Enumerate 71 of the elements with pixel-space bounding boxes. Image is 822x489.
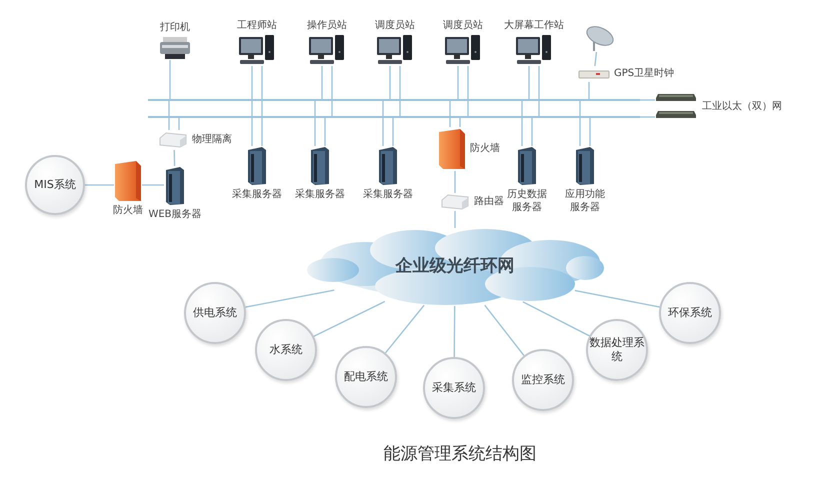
network-link	[168, 100, 170, 130]
network-link	[454, 211, 456, 228]
node-label: 采集服务器	[232, 189, 282, 202]
network-link	[321, 66, 323, 100]
network-link	[454, 306, 456, 357]
network-bus-line	[148, 99, 640, 101]
network-link	[640, 99, 655, 101]
network-link	[85, 184, 114, 186]
network-link	[385, 304, 425, 354]
node-label: 防火墙	[470, 142, 500, 156]
node-label: 路由器	[474, 196, 504, 208]
caption: 能源管理系统结构图	[382, 443, 538, 466]
network-link	[169, 60, 171, 100]
network-link	[454, 171, 456, 193]
node-label: 物理隔离	[192, 134, 232, 146]
network-link	[528, 66, 530, 100]
network-link	[261, 117, 263, 146]
node-label: 防火墙	[113, 205, 143, 218]
network-link	[389, 66, 391, 100]
system-label: 供电系统	[193, 306, 237, 320]
network-link	[588, 82, 590, 100]
node-label: GPS卫星时钟	[614, 68, 674, 80]
node-label: WEB服务器	[148, 209, 202, 222]
network-link	[457, 66, 459, 100]
network-link	[261, 66, 263, 117]
system-label: 监控系统	[521, 373, 565, 387]
network-bus-line	[148, 116, 640, 118]
cloud-label: 企业级光纤环网	[396, 255, 514, 278]
system-label: 环保系统	[668, 306, 712, 320]
network-link	[399, 66, 401, 117]
system-label: 数据处理系统	[588, 336, 646, 364]
network-link	[251, 100, 253, 146]
network-link	[538, 66, 540, 117]
network-link	[522, 301, 590, 336]
node-label: 操作员站	[307, 20, 347, 32]
network-link	[314, 300, 386, 337]
system-label: 配电系统	[344, 370, 388, 384]
node-label: 工程师站	[237, 20, 277, 32]
network-link	[331, 66, 333, 117]
network-link	[459, 117, 461, 127]
system-label: 采集系统	[432, 381, 476, 395]
node-label: 采集服务器	[363, 189, 413, 202]
node-label: 大屏幕工作站	[504, 20, 564, 32]
node-label: 打印机	[160, 22, 190, 34]
network-link	[245, 290, 334, 308]
network-link	[589, 117, 591, 146]
network-link	[314, 100, 316, 146]
network-link	[178, 117, 180, 130]
network-link	[467, 66, 469, 117]
node-label: 应用功能服务器	[564, 189, 606, 214]
node-label: 调度员站	[443, 20, 483, 32]
network-link	[251, 66, 253, 100]
system-label: 水系统	[270, 343, 302, 357]
node-label: 调度员站	[375, 20, 415, 32]
node-label: 采集服务器	[295, 189, 345, 202]
network-link	[392, 117, 394, 146]
network-link	[594, 52, 598, 66]
node-label: 历史数据服务器	[506, 189, 548, 214]
network-label: 工业以太（双）网	[702, 100, 782, 114]
system-label: MIS系统	[34, 178, 76, 192]
network-link	[531, 117, 533, 146]
network-link	[324, 117, 326, 146]
network-link	[521, 100, 523, 146]
network-link	[579, 100, 581, 146]
network-link	[574, 290, 660, 308]
network-link	[640, 116, 655, 118]
network-link	[449, 100, 451, 127]
network-link	[174, 150, 176, 166]
network-link	[382, 100, 384, 146]
network-link	[142, 184, 164, 186]
network-link	[484, 304, 524, 356]
